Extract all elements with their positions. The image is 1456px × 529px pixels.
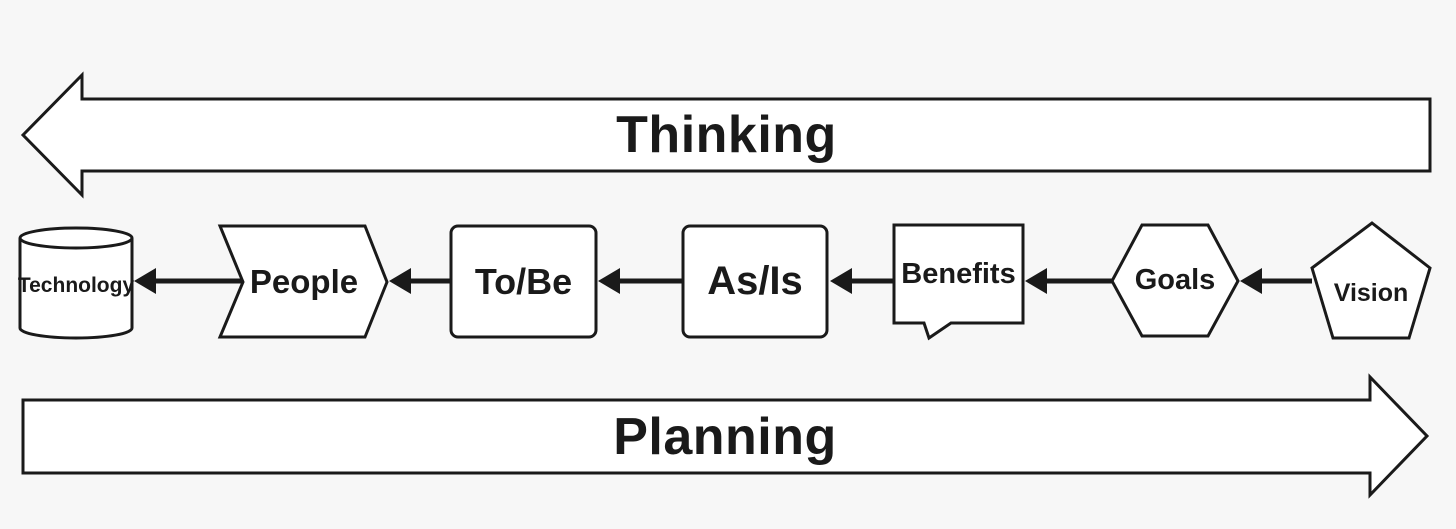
arrowhead-people-technology-icon	[134, 268, 156, 294]
node-goals-shape	[1110, 223, 1240, 338]
arrowhead-benefits-asis-icon	[830, 268, 852, 294]
node-vision-shape	[1310, 221, 1432, 340]
node-benefits-shape	[892, 223, 1025, 341]
planning-banner-arrow	[21, 373, 1430, 499]
arrowhead-vision-goals-icon	[1240, 268, 1262, 294]
node-people-shape	[217, 224, 389, 339]
arrowhead-tobe-people-icon	[389, 268, 411, 294]
thinking-banner-arrow	[20, 71, 1432, 199]
connector-arrows	[134, 268, 1312, 294]
node-technology-shape	[18, 226, 134, 340]
arrowhead-goals-benefits-icon	[1025, 268, 1047, 294]
node-tobe-shape	[449, 224, 598, 339]
arrowhead-asis-tobe-icon	[598, 268, 620, 294]
node-asis-shape	[681, 224, 829, 339]
